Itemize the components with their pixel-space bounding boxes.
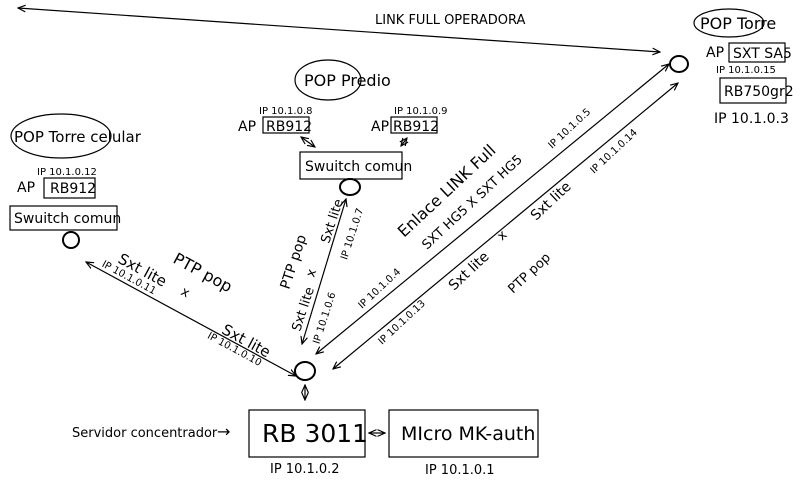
ap1-switch-arrow [301,137,315,147]
link-torre-ptp-title: PTP pop [505,250,553,297]
link-celular-end-a: Sxt lite IP 10.1.0.11 [100,250,170,297]
pop-torre-router-box [719,77,787,104]
link-torre-ptp-line [333,83,678,369]
mk-auth-label: MIcro MK-auth [401,423,535,445]
servidor-concentrador-label: Servidor concentrador [72,426,218,441]
link-predio-end-a-device: Sxt lite [290,285,318,333]
mk-auth-ip: IP 10.1.0.1 [425,463,495,478]
pop-predio-ap1-ip: IP 10.1.0.8 [259,106,313,117]
link-celular-x: x [178,284,192,301]
pop-torre-bubble [693,8,765,38]
ap2-switch-arrow [401,138,407,146]
link-full-line [316,64,669,354]
link-predio-end-b: Sxt lite IP 10.1.0.7 [319,197,367,261]
rb3011-label: RB 3011 [262,419,368,448]
pop-torre-title: POP Torre [700,14,776,33]
pop-torre-celular-ap-device: RB912 [50,181,96,197]
rb3011-ip: IP 10.1.0.2 [270,462,340,477]
pop-predio-ap2-prefix: AP [371,119,389,135]
pop-torre-celular-switch-box [9,205,118,231]
mk-auth-box [388,409,539,458]
servidor-concentrador-arrow: → [217,422,230,441]
pop-predio-ap2-device: RB912 [393,119,439,135]
pop-torre-ap-device: SXT SA5 [733,46,792,62]
link-predio-title: PTP pop [278,233,311,292]
link-celular-title: PTP pop [170,249,236,296]
pop-predio-ap1-prefix: AP [238,119,256,135]
pop-torre-celular-node [62,231,80,249]
pop-predio-ap2-ip: IP 10.1.0.9 [394,106,448,117]
pop-torre-celular-ap-prefix: AP [17,180,35,196]
link-predio-end-b-ip: IP 10.1.0.7 [339,207,366,261]
pop-torre-ap-device-box [728,42,786,63]
pop-torre-celular-title: POP Torre celular [14,128,142,146]
pop-torre-ap-prefix: AP [706,45,724,61]
link-predio-end-b-device: Sxt lite [319,197,347,245]
link-celular-end-b: Sxt lite IP 10.1.0.10 [205,320,273,368]
link-predio-x: x [304,267,321,279]
pop-torre-celular-ap-box [43,177,96,199]
pop-predio-switch: Swuitch comun [305,159,412,175]
rb3011-box [248,409,366,458]
link-full-operadora-label: LINK FULL OPERADORA [375,13,526,28]
link-full-end-b-ip: IP 10.1.0.5 [547,107,594,152]
pop-torre-ap-ip: IP 10.1.0.15 [716,65,776,76]
link-full-operadora-arrow [18,8,660,52]
pop-predio-title: POP Predio [304,71,391,90]
link-torre-ptp-end-a: IP 10.1.0.13 [377,298,428,347]
pop-torre-router-ip: IP 10.1.0.3 [714,111,789,127]
link-full-end-a-ip: IP 10.1.0.4 [357,267,404,312]
pop-torre-celular-bubble [10,113,112,159]
pop-torre-node [669,55,689,73]
link-torre-ptp-end-a-ip: IP 10.1.0.13 [377,298,428,347]
link-torre-ptp-end-b-ip: IP 10.1.0.14 [589,127,640,176]
pop-torre-router: RB750gr2 [724,84,794,100]
pop-torre-celular-switch: Swuitch comun [14,211,121,227]
link-predio-end-a: Sxt lite IP 10.1.0.6 [290,285,339,345]
pop-predio-ap1-device: RB912 [266,119,312,135]
link-torre-ptp-x: x [494,227,510,243]
pop-predio-ap1-box [262,116,310,134]
pop-torre-celular-ap-ip: IP 10.1.0.12 [37,167,97,178]
central-node [294,361,316,381]
link-celular-line [86,262,296,376]
pop-predio-node [339,178,361,196]
